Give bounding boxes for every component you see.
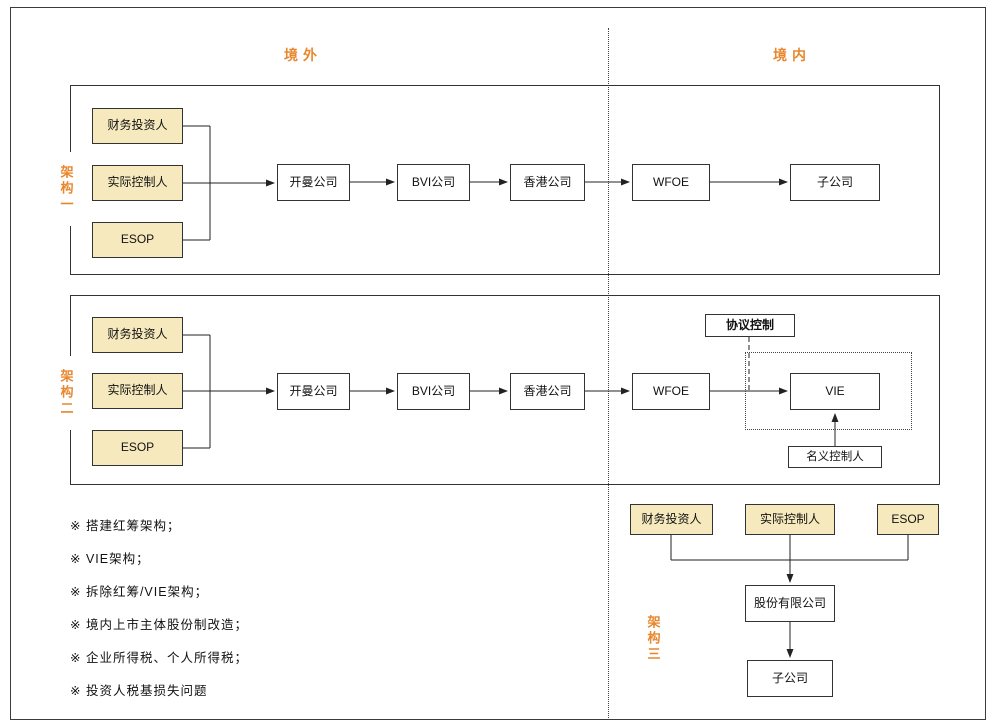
structure1-label: 架构一 — [54, 152, 78, 226]
s2-bvi-node: BVI公司 — [397, 373, 470, 410]
s3-actual-controller-node: 实际控制人 — [745, 504, 835, 535]
page-border — [10, 7, 986, 720]
s1-financial-investor-node: 财务投资人 — [92, 108, 183, 144]
s2-esop-node: ESOP — [92, 430, 183, 466]
s2-cayman-node: 开曼公司 — [277, 373, 350, 410]
s1-hongkong-node: 香港公司 — [510, 164, 585, 201]
s3-financial-investor-node: 财务投资人 — [630, 504, 713, 535]
s1-cayman-node: 开曼公司 — [277, 164, 350, 201]
note-item: ※ VIE架构； — [70, 552, 150, 566]
note-item: ※ 拆除红筹/VIE架构； — [70, 585, 209, 599]
s3-subsidiary-node: 子公司 — [747, 660, 833, 697]
s2-agreement-control-node: 协议控制 — [705, 314, 795, 337]
s2-wfoe-node: WFOE — [632, 373, 710, 410]
s2-hongkong-node: 香港公司 — [510, 373, 585, 410]
note-item: ※ 境内上市主体股份制改造； — [70, 618, 248, 632]
s2-financial-investor-node: 财务投资人 — [92, 317, 183, 353]
s1-subsidiary-node: 子公司 — [790, 164, 880, 201]
note-item: ※ 搭建红筹架构； — [70, 519, 181, 533]
s2-nominee-controller-node: 名义控制人 — [788, 446, 882, 468]
s3-joint-stock-company-node: 股份有限公司 — [745, 585, 835, 622]
structure3-label: 架构三 — [645, 615, 661, 663]
s1-actual-controller-node: 实际控制人 — [92, 165, 183, 201]
note-item: ※ 投资人税基损失问题 — [70, 684, 208, 698]
offshore-onshore-divider-line — [608, 28, 609, 718]
s2-actual-controller-node: 实际控制人 — [92, 373, 183, 409]
s1-wfoe-node: WFOE — [632, 164, 710, 201]
onshore-header: 境内 — [773, 47, 811, 63]
notes-list: ※ 搭建红筹架构； ※ VIE架构； ※ 拆除红筹/VIE架构； ※ 境内上市主… — [70, 508, 248, 706]
s1-bvi-node: BVI公司 — [397, 164, 470, 201]
s2-vie-node: VIE — [790, 373, 880, 410]
s3-esop-node: ESOP — [877, 504, 939, 535]
note-item: ※ 企业所得税、个人所得税； — [70, 651, 248, 665]
s1-esop-node: ESOP — [92, 222, 183, 258]
offshore-header: 境外 — [284, 47, 322, 63]
structure2-label: 架构二 — [54, 356, 78, 430]
